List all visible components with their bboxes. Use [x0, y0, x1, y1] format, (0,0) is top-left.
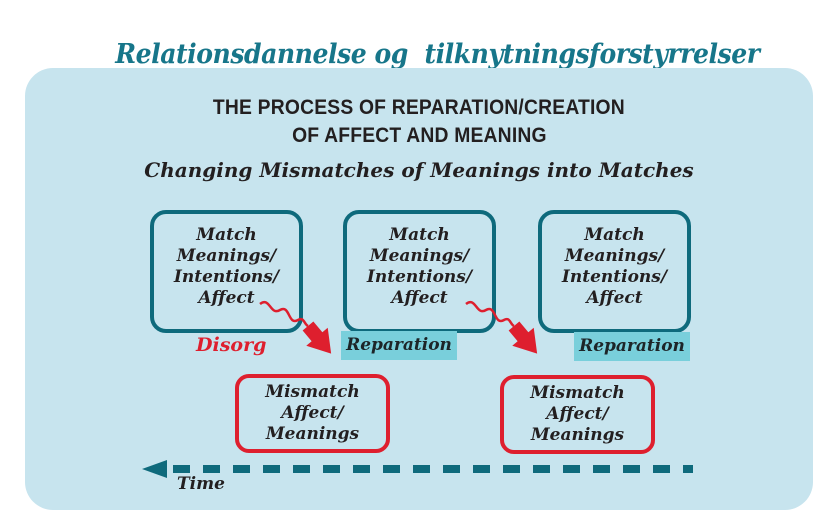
mismatch-box-1-line: Mismatch — [265, 382, 360, 402]
match-box-2: Match Meanings/ Intentions/ Affect — [343, 210, 496, 333]
page-title: Relationsdannelse og tilknytningsforstyr… — [0, 8, 837, 101]
mismatch-box-1: Mismatch Affect/ Meanings — [235, 374, 390, 453]
match-box-2-line: Meanings/ — [369, 246, 470, 266]
match-box-3-line: Meanings/ — [564, 246, 665, 266]
wavy-arrow-icon — [465, 300, 538, 354]
page-title-text: Relationsdannelse og tilknytningsforstyr… — [115, 39, 760, 70]
mismatch-box-2-line: Meanings — [530, 425, 625, 445]
reparation-label-2: Reparation — [574, 332, 690, 361]
match-box-1-line: Intentions/ — [173, 267, 280, 287]
mismatch-box-1-line: Meanings — [265, 424, 360, 444]
diagram-subtitle: Changing Mismatches of Meanings into Mat… — [144, 158, 694, 182]
match-box-1-line: Meanings/ — [176, 246, 277, 266]
match-box-3-line: Match — [584, 225, 645, 245]
time-label: Time — [177, 474, 225, 494]
time-axis-arrow-icon — [142, 460, 693, 478]
diagram-panel: THE PROCESS OF REPARATION/CREATION OF AF… — [25, 68, 813, 510]
match-box-1-line: Affect — [198, 288, 255, 308]
match-box-3: Match Meanings/ Intentions/ Affect — [538, 210, 691, 333]
diagram-heading-line2: OF AFFECT AND MEANING — [291, 124, 547, 147]
diagram-heading: THE PROCESS OF REPARATION/CREATION OF AF… — [25, 94, 813, 150]
disorg-label: Disorg — [196, 334, 267, 356]
match-box-2-line: Match — [389, 225, 450, 245]
match-box-3-line: Intentions/ — [561, 267, 668, 287]
match-box-2-line: Intentions/ — [366, 267, 473, 287]
match-box-1-line: Match — [196, 225, 257, 245]
mismatch-box-2: Mismatch Affect/ Meanings — [500, 375, 655, 454]
mismatch-box-2-line: Affect/ — [546, 404, 609, 424]
match-box-1: Match Meanings/ Intentions/ Affect — [150, 210, 303, 333]
wavy-arrow-icon — [259, 300, 332, 354]
reparation-label-1: Reparation — [341, 331, 457, 360]
mismatch-box-1-line: Affect/ — [281, 403, 344, 423]
match-box-2-line: Affect — [391, 288, 448, 308]
match-box-3-line: Affect — [586, 288, 643, 308]
diagram-heading-line1: THE PROCESS OF REPARATION/CREATION — [212, 96, 625, 119]
mismatch-box-2-line: Mismatch — [530, 383, 625, 403]
